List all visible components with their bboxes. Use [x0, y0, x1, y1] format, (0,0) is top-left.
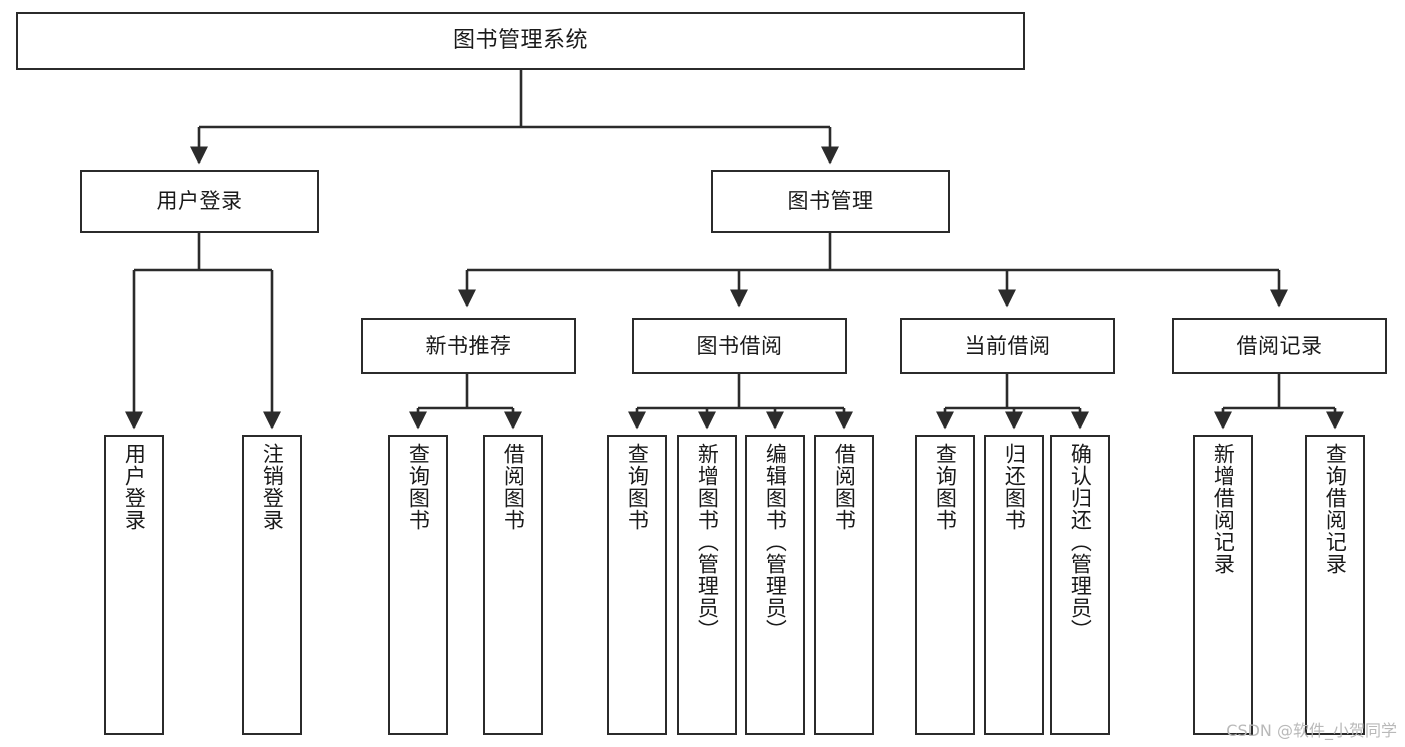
node-book-borrow[interactable]: 图书借阅 [632, 318, 847, 374]
node-leaf-add-book[interactable]: 新增图书（管理员） [677, 435, 737, 735]
node-leaf-borrow-book-1-label: 借阅图书 [501, 443, 526, 531]
node-leaf-query-record-label: 查询借阅记录 [1323, 443, 1348, 575]
node-leaf-borrow-book-1[interactable]: 借阅图书 [483, 435, 543, 735]
node-leaf-add-record-label: 新增借阅记录 [1211, 443, 1236, 575]
node-leaf-query-book-1[interactable]: 查询图书 [388, 435, 448, 735]
node-book-manage-label: 图书管理 [787, 189, 874, 213]
node-user-login-label: 用户登录 [156, 189, 243, 213]
node-new-book-recommend-label: 新书推荐 [425, 333, 512, 358]
node-leaf-logout-login[interactable]: 注销登录 [242, 435, 302, 735]
node-borrow-record[interactable]: 借阅记录 [1172, 318, 1387, 374]
node-leaf-query-record[interactable]: 查询借阅记录 [1305, 435, 1365, 735]
node-leaf-return-book-label: 归还图书 [1002, 443, 1027, 531]
node-leaf-query-book-2[interactable]: 查询图书 [607, 435, 667, 735]
node-borrow-record-label: 借阅记录 [1236, 333, 1323, 358]
node-leaf-borrow-book-2-label: 借阅图书 [832, 443, 857, 531]
node-leaf-borrow-book-2[interactable]: 借阅图书 [814, 435, 874, 735]
node-new-book-recommend[interactable]: 新书推荐 [361, 318, 576, 374]
node-leaf-query-book-3-label: 查询图书 [933, 443, 958, 531]
node-leaf-user-login-label: 用户登录 [122, 443, 147, 531]
node-user-login[interactable]: 用户登录 [80, 170, 319, 233]
node-leaf-logout-login-label: 注销登录 [260, 443, 285, 531]
node-leaf-confirm-return-label: 确认归还（管理员） [1068, 443, 1093, 641]
node-leaf-query-book-3[interactable]: 查询图书 [915, 435, 975, 735]
node-current-borrow-label: 当前借阅 [964, 333, 1051, 358]
node-leaf-query-book-1-label: 查询图书 [406, 443, 431, 531]
node-leaf-add-book-label: 新增图书（管理员） [695, 443, 720, 641]
node-current-borrow[interactable]: 当前借阅 [900, 318, 1115, 374]
node-book-borrow-label: 图书借阅 [696, 333, 783, 358]
node-leaf-add-record[interactable]: 新增借阅记录 [1193, 435, 1253, 735]
node-book-manage[interactable]: 图书管理 [711, 170, 950, 233]
node-leaf-edit-book-label: 编辑图书（管理员） [763, 443, 788, 641]
node-leaf-user-login[interactable]: 用户登录 [104, 435, 164, 735]
node-leaf-query-book-2-label: 查询图书 [625, 443, 650, 531]
node-root-label: 图书管理系统 [452, 28, 588, 53]
node-leaf-return-book[interactable]: 归还图书 [984, 435, 1044, 735]
node-leaf-confirm-return[interactable]: 确认归还（管理员） [1050, 435, 1110, 735]
node-leaf-edit-book[interactable]: 编辑图书（管理员） [745, 435, 805, 735]
csdn-watermark: CSDN @软件_小贺同学 [1226, 721, 1397, 740]
node-root-book-management-system[interactable]: 图书管理系统 [16, 12, 1025, 70]
